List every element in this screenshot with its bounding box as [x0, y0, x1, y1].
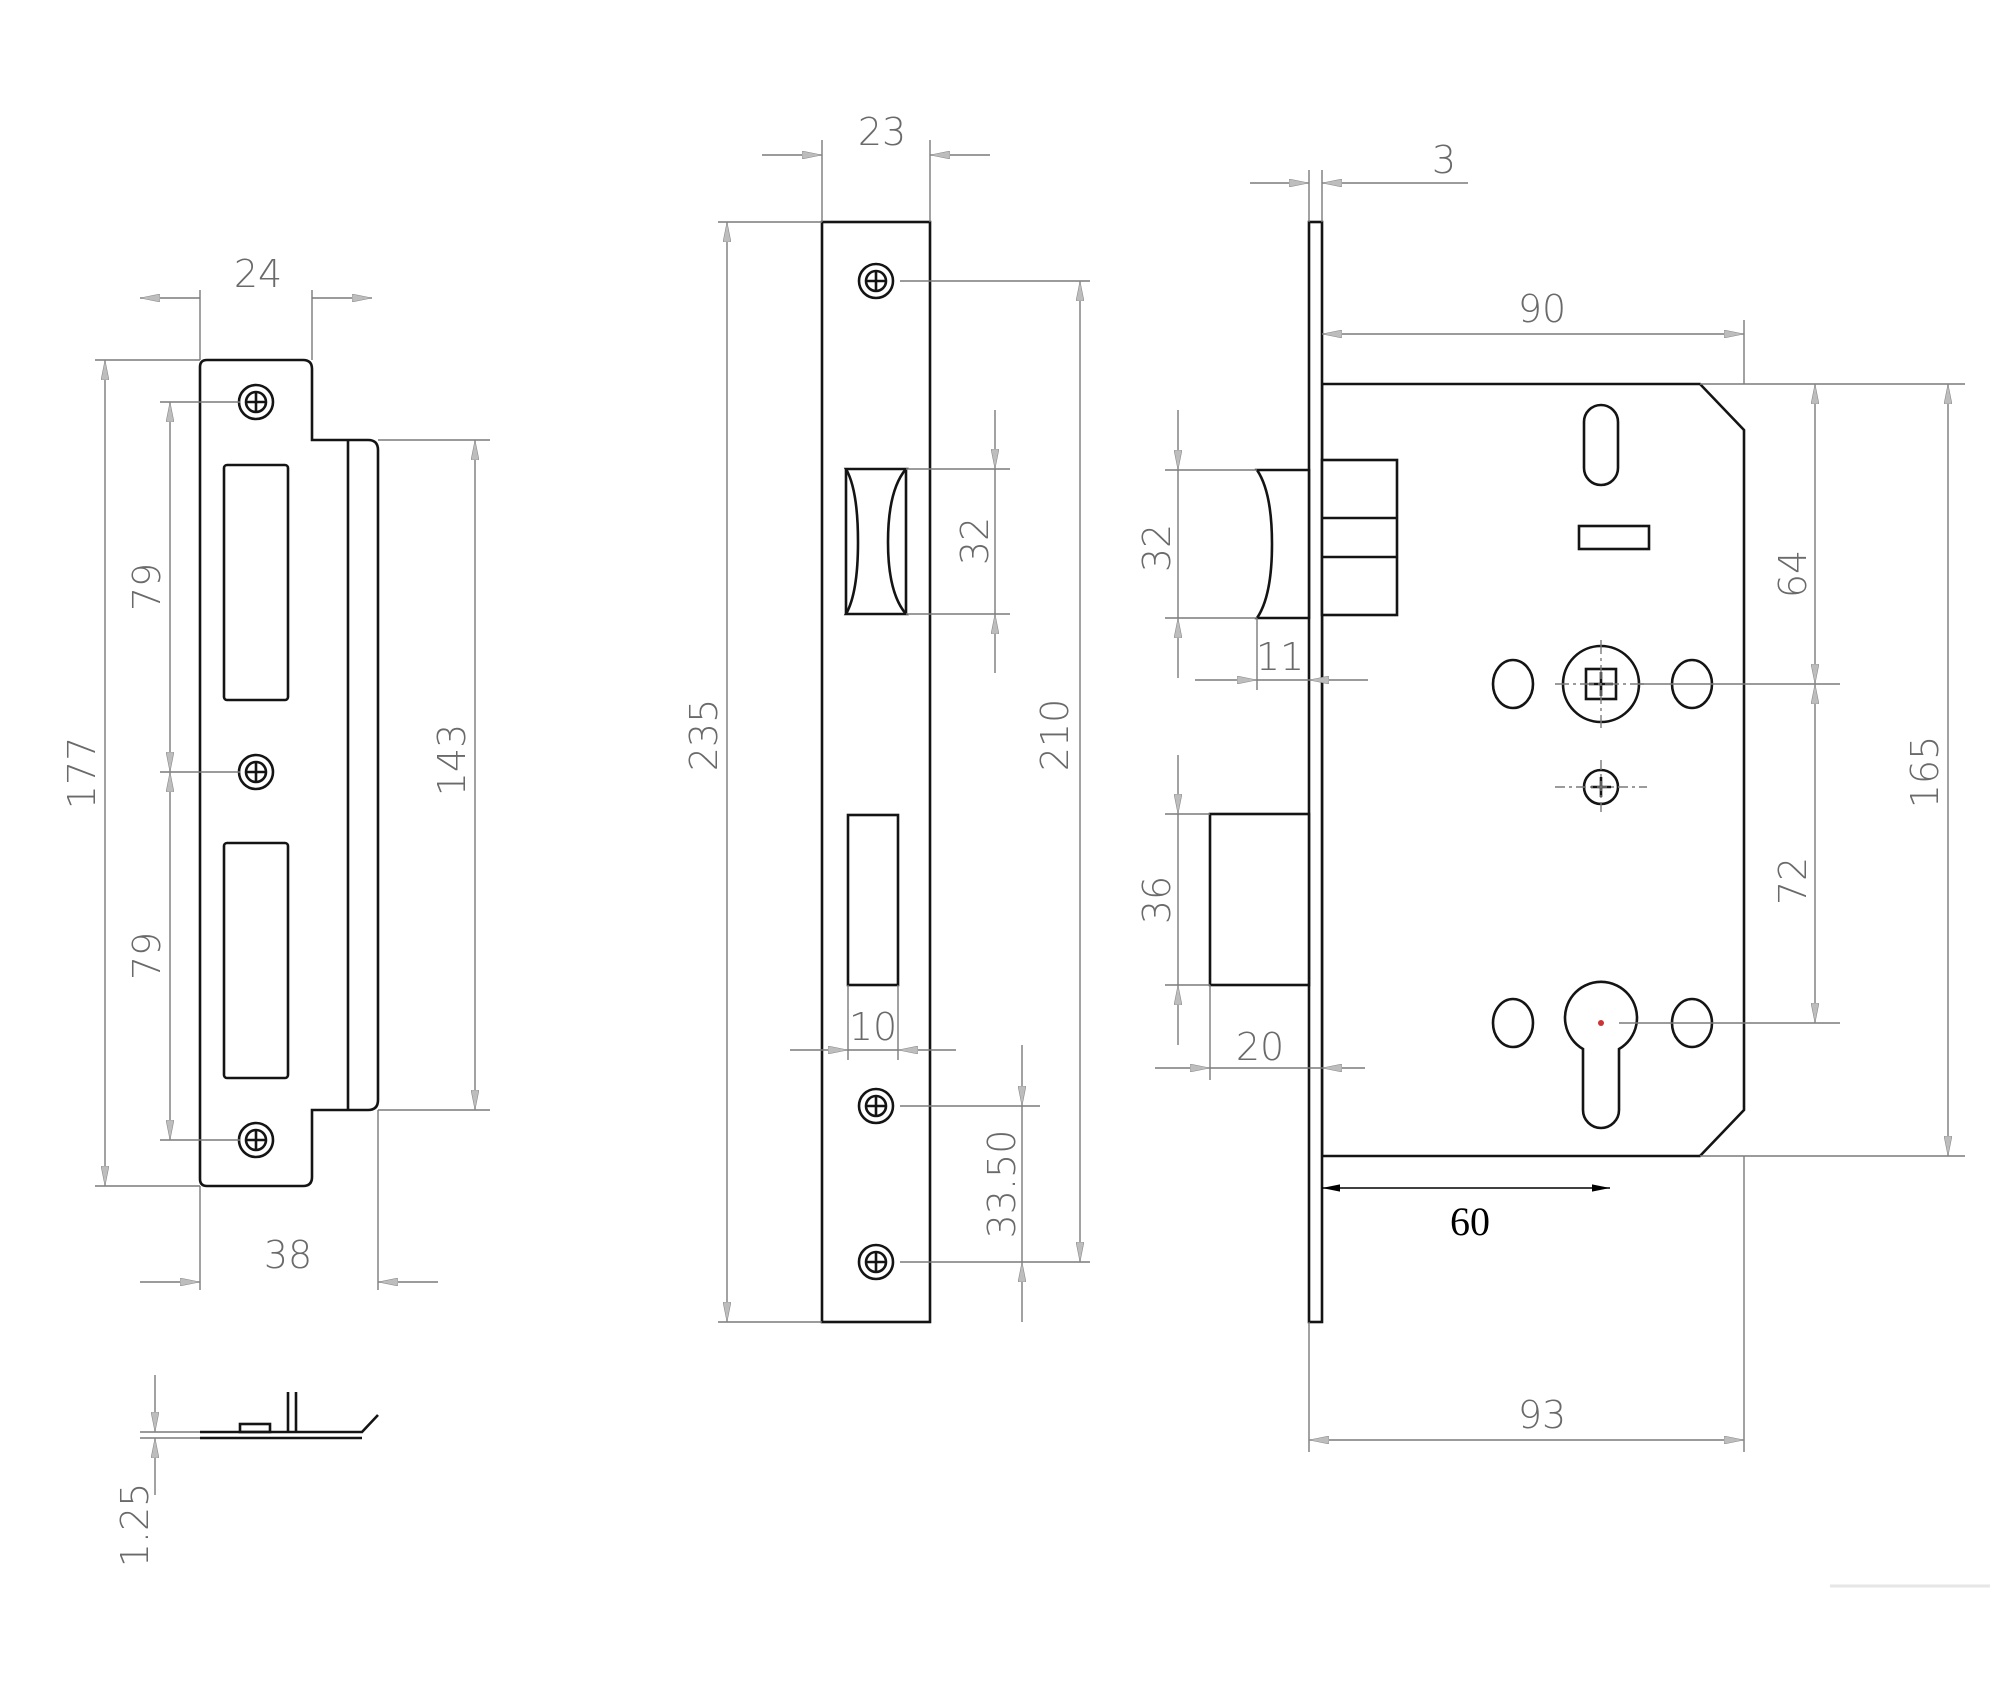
screw-hole-icon	[237, 383, 275, 421]
dim-forend-latch-height: 32	[953, 517, 997, 565]
dim-forend-length: 235	[682, 699, 726, 772]
strike-lower-cutout	[222, 841, 290, 1080]
small-slot	[1577, 524, 1651, 551]
forend-outline	[820, 220, 932, 1324]
dim-strike-lower-spacing: 79	[125, 932, 169, 980]
latch-bolt	[1254, 468, 1311, 620]
dim-strike-overall-width: 38	[264, 1233, 312, 1277]
dim-body-backset: 60	[1450, 1199, 1490, 1244]
bolt-slot	[846, 813, 900, 987]
strike-plate-profile: 1.25	[113, 1375, 379, 1568]
dim-strike-width-top: 24	[234, 252, 282, 296]
dim-forend-lower-spacing: 33.50	[980, 1130, 1024, 1239]
dim-body-centre-distance: 72	[1771, 857, 1815, 905]
screw-hole-icon	[857, 1087, 895, 1125]
top-slot	[1582, 403, 1620, 487]
euro-cylinder-cutout	[1563, 980, 1639, 1130]
dim-forend-width: 23	[858, 110, 906, 154]
dim-body-case-depth: 90	[1518, 287, 1566, 331]
dim-strike-upper-spacing: 79	[125, 563, 169, 611]
screw-hole-icon	[237, 1121, 275, 1159]
strike-plate-view: 24 177 79 79 143 38	[60, 252, 490, 1290]
dim-body-bolt-projection: 20	[1236, 1025, 1284, 1069]
dim-body-bolt-height: 36	[1135, 876, 1179, 924]
forend-view: 23 235 210 32 10 33.50	[682, 110, 1090, 1324]
latch-tail	[1320, 458, 1399, 617]
strike-plate-outline	[198, 358, 380, 1188]
dim-forend-bolt-width: 10	[849, 1005, 897, 1049]
dim-strike-overall-height: 177	[60, 737, 104, 810]
dim-forend-fixing-centres: 210	[1033, 699, 1077, 772]
dead-bolt	[1208, 812, 1311, 987]
dim-body-follower-to-top: 64	[1771, 550, 1815, 598]
lock-body-view: 3 90 32 11 64 72 165	[1135, 138, 1965, 1452]
dim-body-forend-thickness: 3	[1432, 138, 1456, 182]
strike-upper-cutout	[222, 463, 290, 702]
dim-body-latch-height: 32	[1135, 524, 1179, 572]
screw-hole-icon	[857, 1243, 895, 1281]
screw-hole-icon	[857, 262, 895, 300]
dim-strike-lip-height: 143	[430, 724, 474, 797]
dim-body-overall-depth: 93	[1518, 1393, 1566, 1437]
dim-strike-thickness: 1.25	[113, 1483, 157, 1568]
dim-body-latch-projection: 11	[1256, 635, 1304, 679]
screw-hole-icon	[237, 753, 275, 791]
dim-body-case-height: 165	[1903, 736, 1947, 809]
forend-face-plate	[1307, 220, 1324, 1324]
latch-slot	[843, 467, 909, 616]
